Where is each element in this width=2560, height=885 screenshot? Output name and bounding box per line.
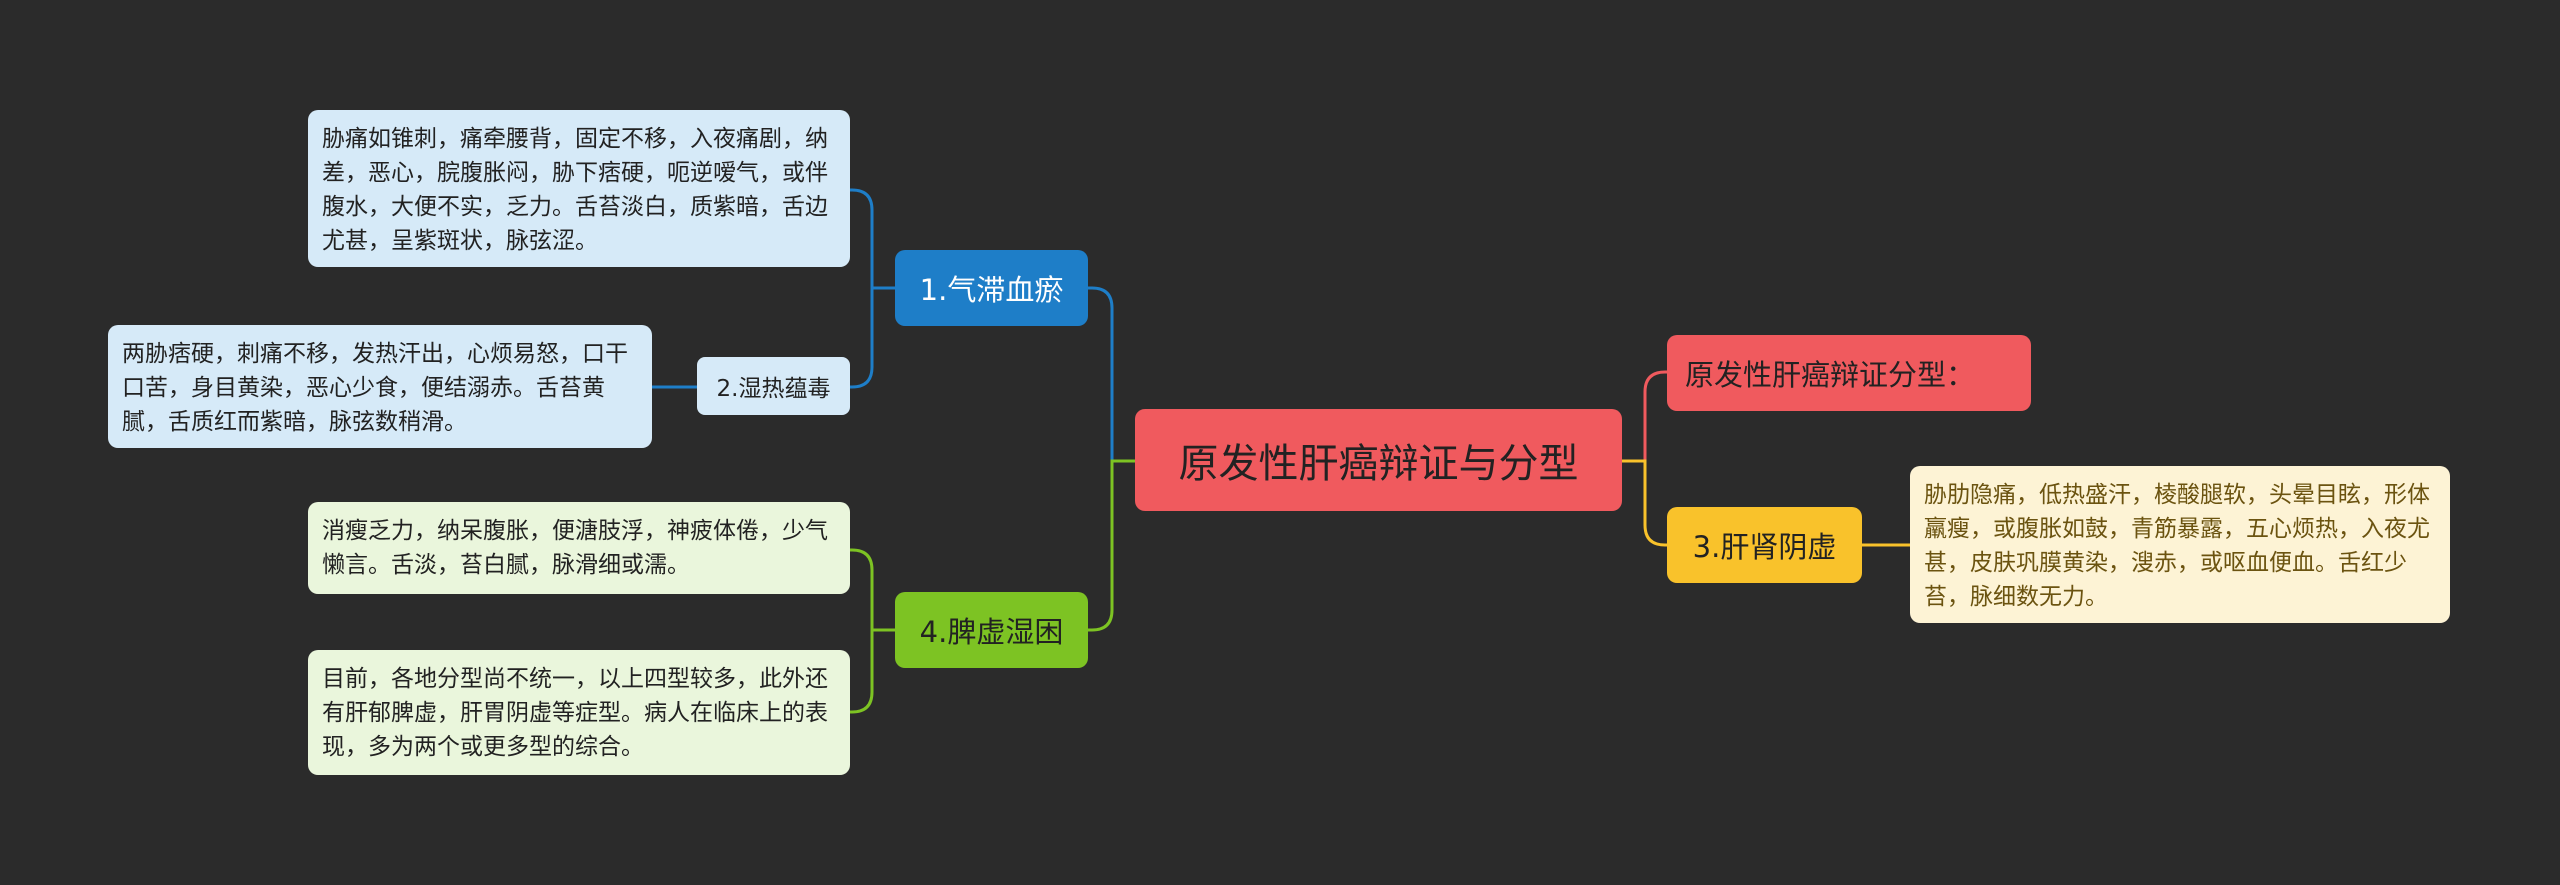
detail-shire-yundu: 两胁痞硬，刺痛不移，发热汗出，心烦易怒，口干口苦，身目黄染，恶心少食，便结溺赤。…	[108, 325, 652, 448]
branch-fenxing-title[interactable]: 原发性肝癌辩证分型：	[1667, 335, 2031, 411]
sub-branch-label: 2.湿热蕴毒	[716, 376, 831, 402]
connector-branch1-detail	[850, 188, 895, 290]
branch-label: 原发性肝癌辩证分型：	[1685, 358, 1976, 392]
branch-label: 3.肝肾阴虚	[1692, 530, 1837, 564]
detail-text: 胁痛如锥刺，痛牵腰背，固定不移，入夜痛剧，纳差，恶心，脘腹胀闷，胁下痞硬，呃逆嗳…	[322, 126, 828, 254]
branch-shire-yundu[interactable]: 2.湿热蕴毒	[697, 357, 850, 415]
detail-fenxing-note: 目前，各地分型尚不统一，以上四型较多，此外还有肝郁脾虚，肝胃阴虚等症型。病人在临…	[308, 650, 850, 775]
branch-pixu-shikun[interactable]: 4.脾虚湿困	[895, 592, 1088, 668]
branch-qizhi-xueyu[interactable]: 1.气滞血瘀	[895, 250, 1088, 326]
detail-text: 目前，各地分型尚不统一，以上四型较多，此外还有肝郁脾虚，肝胃阴虚等症型。病人在临…	[322, 666, 828, 760]
detail-ganshen-yinxu: 胁肋隐痛，低热盛汗，棱酸腿软，头晕目眩，形体羸瘦，或腹胀如鼓，青筋暴露，五心烦热…	[1910, 466, 2450, 623]
connector-branch4-detail-1	[850, 548, 895, 632]
detail-text: 两胁痞硬，刺痛不移，发热汗出，心烦易怒，口干口苦，身目黄染，恶心少食，便结溺赤。…	[122, 341, 628, 435]
branch-ganshen-yinxu[interactable]: 3.肝肾阴虚	[1667, 507, 1862, 583]
connector-root-right-yellow	[1622, 459, 1667, 547]
connector-branch1-sub	[850, 286, 895, 389]
detail-text: 消瘦乏力，纳呆腹胀，便溏肢浮，神疲体倦，少气懒言。舌淡，苔白腻，脉滑细或濡。	[322, 518, 828, 578]
detail-pixu-shikun: 消瘦乏力，纳呆腹胀，便溏肢浮，神疲体倦，少气懒言。舌淡，苔白腻，脉滑细或濡。	[308, 502, 850, 594]
detail-text: 胁肋隐痛，低热盛汗，棱酸腿软，头晕目眩，形体羸瘦，或腹胀如鼓，青筋暴露，五心烦热…	[1924, 482, 2430, 610]
detail-qizhi-xueyu: 胁痛如锥刺，痛牵腰背，固定不移，入夜痛剧，纳差，恶心，脘腹胀闷，胁下痞硬，呃逆嗳…	[308, 110, 850, 267]
connector-root-branch-1	[1088, 286, 1135, 463]
connector-branch4-detail-2	[850, 628, 895, 714]
root-topic-label: 原发性肝癌辩证与分型	[1178, 441, 1579, 487]
branch-label: 4.脾虚湿困	[919, 615, 1064, 649]
root-topic[interactable]: 原发性肝癌辩证与分型	[1135, 409, 1622, 511]
connector-root-branch-4	[1088, 459, 1135, 632]
connector-root-right-red	[1622, 370, 1667, 463]
branch-label: 1.气滞血瘀	[919, 273, 1064, 307]
